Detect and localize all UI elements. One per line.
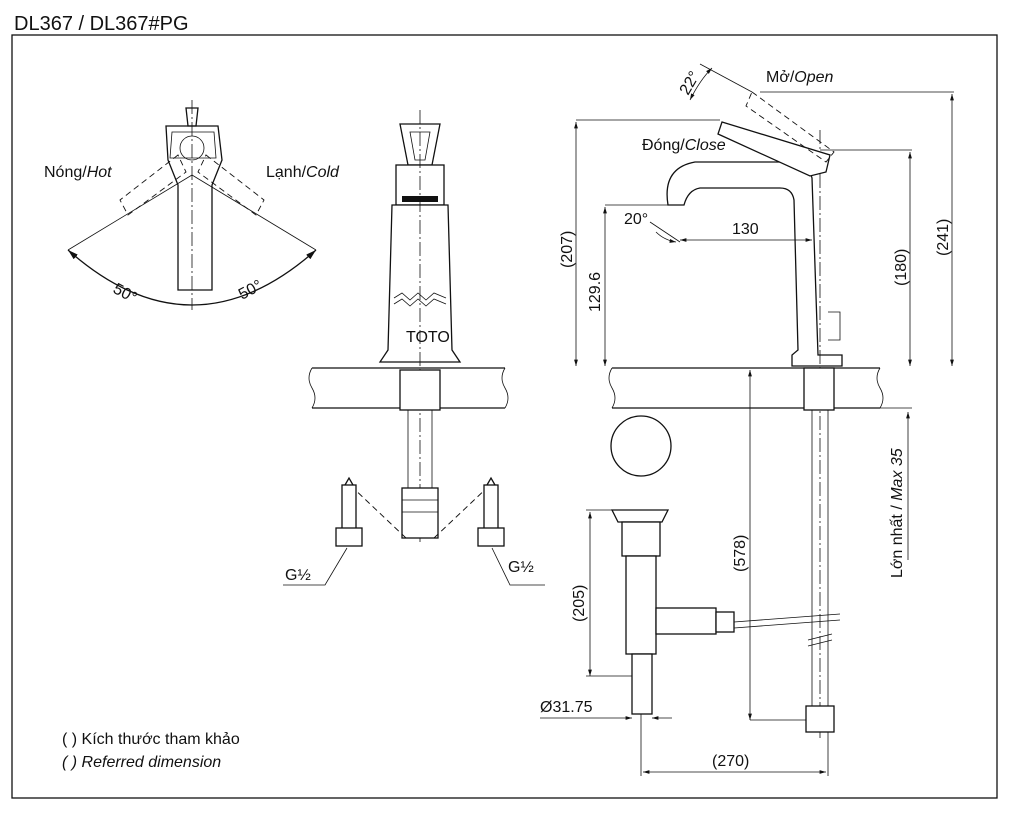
open-label: Mở/Open [766, 69, 834, 86]
dim-207: (207) [559, 231, 576, 268]
dim-diameter: Ø31.75 [540, 699, 593, 716]
dim-130: 130 [732, 221, 759, 238]
top-view: Nóng/Hot Lạnh/Cold 50° 50° [44, 100, 340, 310]
angle-right-label: 50° [236, 277, 265, 303]
thread-right-label: G½ [508, 559, 534, 576]
dim-241: (241) [935, 219, 952, 256]
angle-left-label: 50° [110, 281, 139, 307]
angle-22-label: 22° [677, 69, 704, 98]
drawing-frame [11, 34, 998, 799]
dim-270: (270) [712, 753, 749, 770]
dim-578: (578) [732, 535, 749, 572]
front-view: TOTO G½ G½ [283, 110, 545, 586]
side-view: 130 (207) 129.6 (180) (241) (578) (205) … [540, 63, 954, 776]
drawing-title: DL367 / DL367#PG [14, 13, 189, 35]
hot-label: Nóng/Hot [44, 164, 112, 181]
reference-note-en: ( ) Referred dimension [62, 754, 222, 771]
thread-left-label: G½ [285, 567, 311, 584]
cold-label: Lạnh/Cold [266, 164, 340, 181]
dim-129-6: 129.6 [587, 272, 604, 312]
logo-text: TOTO [406, 329, 450, 346]
reference-note-vi: ( ) Kích thước tham khảo [62, 731, 240, 748]
dim-205: (205) [571, 585, 588, 622]
close-label: Đóng/Close [642, 137, 726, 154]
dim-max35: Lớn nhất / Max 35 [889, 448, 906, 578]
angle-20-label: 20° [624, 211, 648, 228]
dim-180: (180) [893, 249, 910, 286]
